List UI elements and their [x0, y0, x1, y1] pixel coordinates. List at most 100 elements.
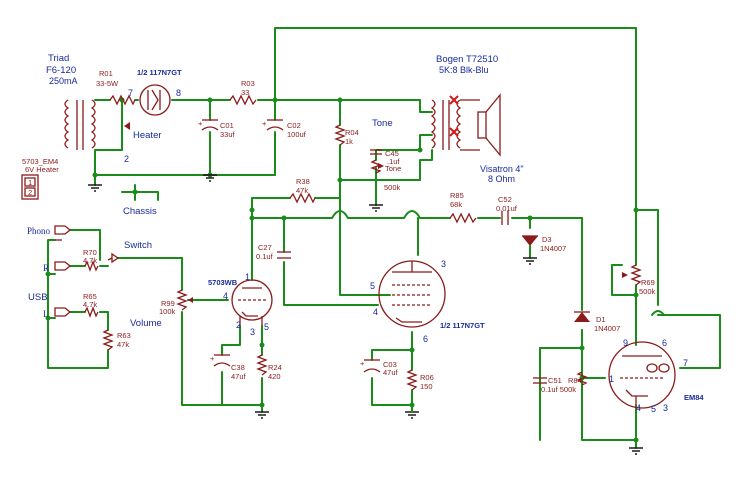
- resistor-r01: [109, 94, 136, 106]
- capacitor-c52: [501, 211, 509, 225]
- label-r24: R24: [268, 363, 282, 372]
- label-em84-pin9: 9: [623, 338, 628, 348]
- capacitor-c02: +: [262, 119, 284, 131]
- label-bogen-ratio: 5K:8 Blk-Blu: [439, 65, 489, 75]
- label-r70-value: 4.7k: [83, 256, 97, 265]
- label-c27-value: 0.1uf: [256, 252, 274, 261]
- label-d3: D3: [542, 235, 552, 244]
- label-usb: USB: [28, 292, 48, 303]
- label-5703-pin5: 5: [264, 322, 269, 332]
- tube-em84: [608, 341, 676, 409]
- capacitor-c45: [370, 149, 382, 155]
- label-r38: R38: [296, 177, 310, 186]
- label-r70: R70: [83, 248, 97, 257]
- label-tube-117a: 1/2 117N7GT: [137, 68, 182, 77]
- label-triad: Triad: [48, 53, 69, 64]
- jack-l: [54, 307, 72, 317]
- power-transformer: [64, 99, 96, 150]
- resistor-r24: [256, 354, 268, 376]
- capacitor-c38: +: [210, 354, 231, 367]
- tube-5703: [231, 279, 273, 326]
- label-c45: C45: [385, 149, 399, 158]
- label-c52-value: 0.01uf: [496, 204, 518, 213]
- label-r-channel: R: [43, 263, 49, 273]
- ground-4: [523, 257, 537, 265]
- label-visatron: Visatron 4": [480, 164, 524, 174]
- label-c27: C27: [258, 243, 272, 252]
- label-heater: Heater: [133, 130, 162, 141]
- label-phono: Phono: [27, 226, 51, 236]
- capacitor-c27: [277, 251, 291, 259]
- speaker: [449, 93, 501, 157]
- label-500k: 500k: [384, 183, 401, 192]
- label-250ma: 250mA: [49, 76, 78, 86]
- label-pentode-pin4: 4: [373, 307, 378, 317]
- label-c01: C01: [220, 121, 234, 130]
- label-c03: C03: [383, 360, 397, 369]
- label-pentode-pin3: 3: [441, 259, 446, 269]
- label-em84-pin4: 4: [636, 403, 641, 413]
- resistor-r06: [406, 369, 418, 391]
- label-heater-pin1: 1: [28, 178, 32, 187]
- diode-d3: [522, 235, 538, 246]
- ground-2: [203, 174, 217, 182]
- wires: [47, 27, 721, 449]
- svg-text:+: +: [198, 119, 203, 128]
- label-r06: R06: [420, 373, 434, 382]
- label-tone-pot: Tone: [385, 164, 401, 173]
- resistor-r85: [449, 212, 477, 224]
- label-l-channel: L: [43, 309, 49, 319]
- label-c02-value: 100uf: [287, 130, 307, 139]
- label-c38: C38: [231, 363, 245, 372]
- label-8-ohm: 8 Ohm: [488, 174, 515, 184]
- label-tube-117b: 1/2 117N7GT: [440, 321, 485, 330]
- label-pin2: 2: [124, 154, 129, 164]
- svg-text:+: +: [262, 119, 267, 128]
- label-c01-value: 33uf: [220, 130, 236, 139]
- label-d3-value: 1N4007: [540, 244, 566, 253]
- junction-dots: [45, 97, 639, 443]
- diode-d1: [574, 311, 590, 322]
- output-transformer: [430, 99, 480, 151]
- label-r24-value: 420: [268, 372, 281, 381]
- svg-text:+: +: [210, 354, 215, 363]
- resistor-r38: [289, 192, 316, 204]
- label-pin7: 7: [128, 88, 133, 98]
- label-tone: Tone: [372, 118, 393, 129]
- label-tube-em84: EM84: [684, 393, 704, 402]
- label-c38-value: 47uf: [231, 372, 247, 381]
- resistor-r04: [334, 124, 346, 146]
- label-r06-value: 150: [420, 382, 433, 391]
- label-r63: R63: [117, 331, 131, 340]
- resistor-r65: [84, 306, 99, 318]
- label-5703-pin4: 4: [223, 291, 228, 301]
- resistor-r63: [102, 329, 114, 351]
- labels: Triad F6-120 250mA R01 33-5W 1/2 117N7GT…: [22, 53, 704, 414]
- label-c51-value: 0.1uf 500k: [541, 385, 576, 394]
- label-c45-value: .1uf: [387, 157, 400, 166]
- resistor-r03: [229, 94, 257, 106]
- label-6v-heater: 6V Heater: [25, 165, 59, 174]
- label-em84-pin1: 1: [609, 374, 614, 384]
- ground-7: [629, 447, 643, 455]
- label-switch: Switch: [124, 240, 152, 251]
- label-em84-pin5: 5: [651, 404, 656, 414]
- label-5703-pin2: 2: [236, 320, 241, 330]
- capacitor-c01: +: [198, 119, 219, 131]
- ground-5: [255, 411, 269, 419]
- label-tube-5703: 5703WB: [208, 278, 238, 287]
- label-r69: R69: [641, 278, 655, 287]
- label-d1-value: 1N4007: [594, 324, 620, 333]
- ground-3: [369, 204, 383, 212]
- label-r65-value: 4.7k: [83, 300, 97, 309]
- resistor-r70: [84, 260, 99, 272]
- label-heater-pin2: 2: [28, 188, 32, 197]
- rectifier-tube: [124, 84, 171, 130]
- label-pin8: 8: [176, 88, 181, 98]
- ground-1: [88, 184, 102, 192]
- tube-117n7-pentode: [378, 260, 446, 328]
- label-r01: R01: [99, 69, 113, 78]
- heater-connector: [21, 174, 39, 200]
- potentiometer-r69: [622, 264, 642, 286]
